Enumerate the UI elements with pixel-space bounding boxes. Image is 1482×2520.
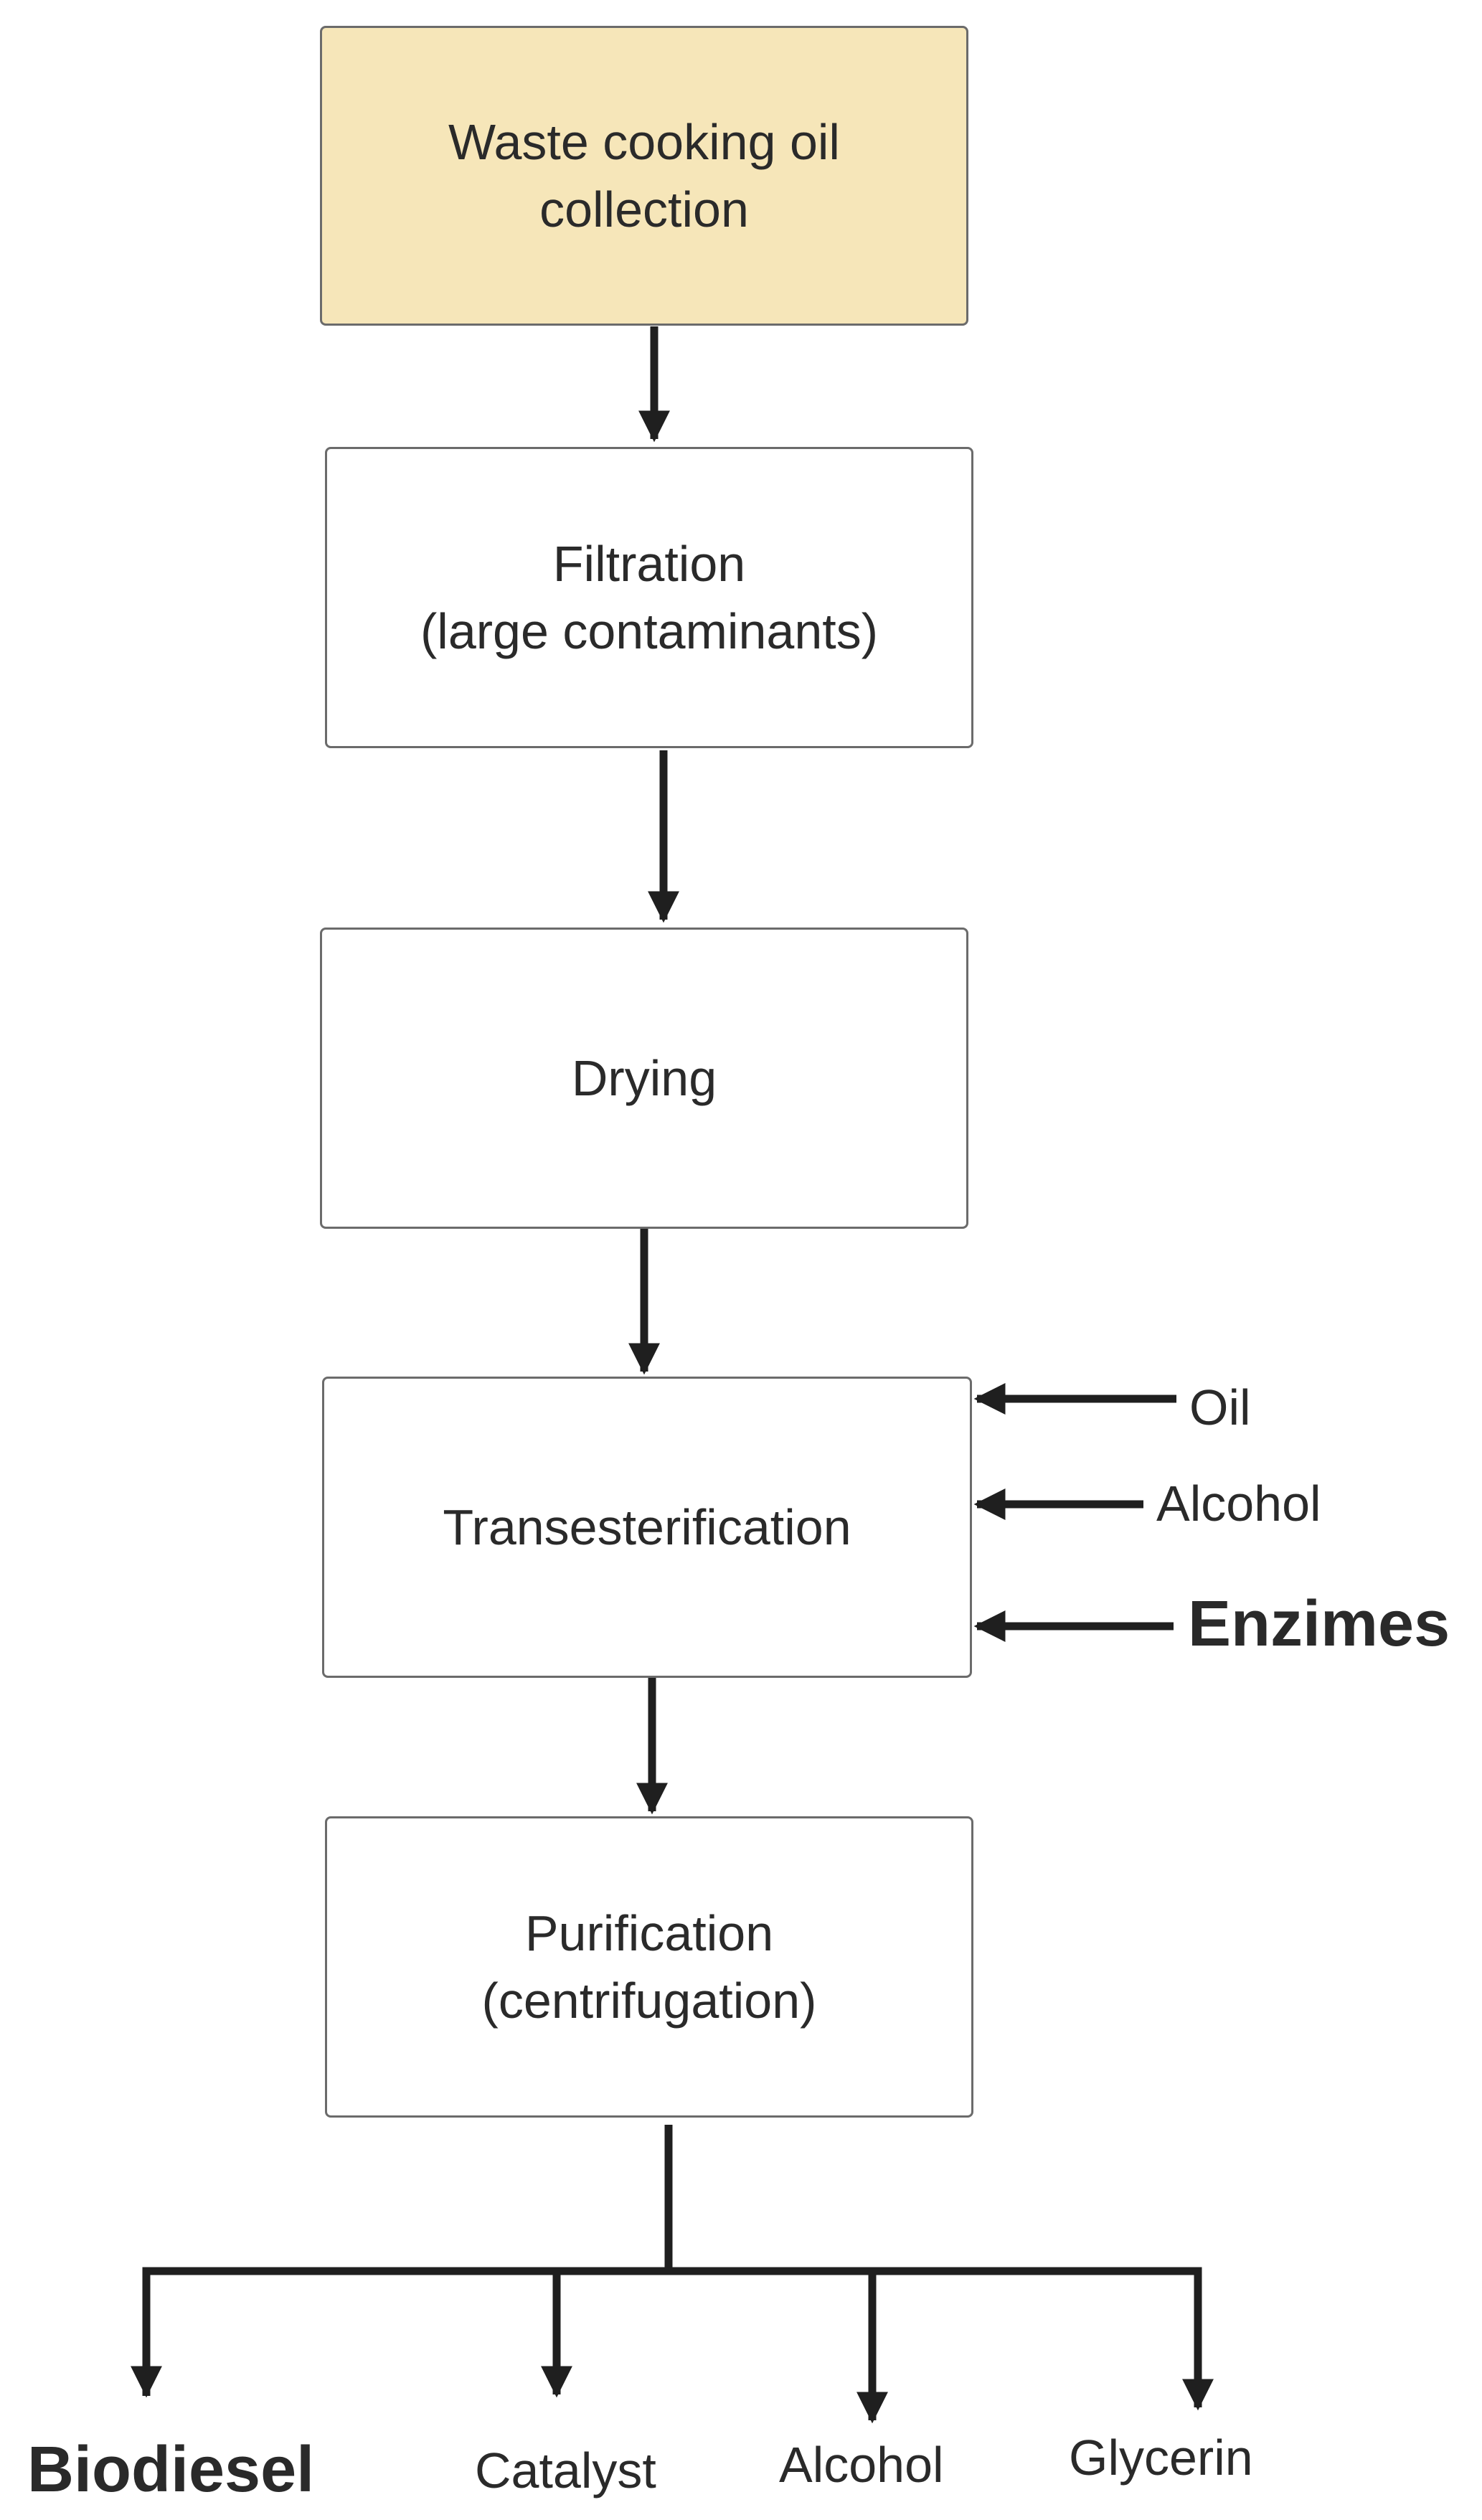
step-collection-line2: collection [539, 181, 749, 237]
step-collection-line1: Waste cooking oil [448, 113, 840, 170]
output-distribution-bar [142, 2267, 1202, 2396]
input-oil-label: Oil [1189, 1379, 1251, 1435]
step-filtration-line2: (large contaminants) [420, 603, 879, 659]
input-enzymes-label: Enzimes [1188, 1588, 1450, 1660]
output-biodiesel-label: Biodiesel [27, 2434, 315, 2506]
step-purification-line2: (centrifugation) [481, 1973, 817, 2029]
step-transesterification-label: Transesterification [443, 1499, 851, 1555]
step-waste-oil-collection: Waste cooking oil collection [320, 26, 968, 326]
step-drying: Drying [320, 928, 968, 1229]
input-alcohol-label: Alcohol [1156, 1476, 1321, 1532]
step-filtration: Filtration (large contaminants) [325, 447, 973, 748]
step-transesterification: Transesterification [322, 1377, 972, 1678]
step-purification-line1: Purification [524, 1905, 774, 1961]
output-catalyst-label: Catalyst [475, 2443, 656, 2498]
step-drying-label: Drying [571, 1049, 717, 1106]
step-purification: Purification (centrifugation) [325, 1816, 973, 2118]
output-alcohol-label: Alcohol [779, 2437, 944, 2493]
output-glycerin-label: Glycerin [1069, 2430, 1253, 2486]
step-filtration-line1: Filtration [552, 535, 746, 592]
